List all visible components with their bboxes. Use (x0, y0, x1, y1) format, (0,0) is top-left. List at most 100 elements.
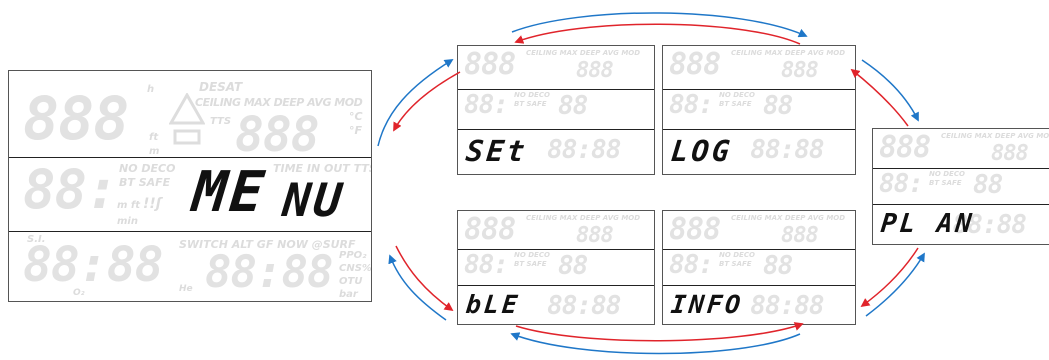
ghost-digits-bottom: 88:88 (547, 291, 621, 321)
ghost-digits-top-left: 888 (23, 84, 129, 154)
ghost-label-si: S.I. (27, 234, 46, 245)
ghost-label-h: h (147, 84, 155, 95)
ghost-digits-mid-right: 88 (558, 91, 588, 121)
arrow-log-to-plan (861, 59, 919, 122)
ghost-unit-min: min (117, 216, 138, 227)
ghost-label-no-deco: NO DECO (514, 91, 550, 99)
ghost-digits-mid: 88: (669, 90, 714, 120)
ghost-digits-bottom-right: 88:88 (205, 247, 333, 298)
ghost-label-ceiling-row: CEILING MAX DEEP AVG MOD (195, 96, 363, 109)
ghost-digits-bottom: 88:88 (547, 135, 621, 165)
ghost-label-bt-safe: BT SAFE (514, 100, 547, 108)
ghost-digits-top-right: 888 (781, 58, 819, 83)
arrow-plan-to-info (860, 247, 919, 308)
ghost-digits-mid-right: 88 (763, 91, 793, 121)
ghost-unit-c: °C (349, 110, 363, 123)
divider-top (663, 249, 855, 250)
divider-bottom (9, 231, 371, 232)
ghost-digits-top: 888 (879, 130, 931, 165)
ghost-digits-bottom: 88:88 (952, 210, 1027, 240)
ghost-warning-icons: !!ʃ (143, 196, 162, 212)
divider-bottom (663, 285, 855, 286)
ghost-digits-top: 888 (464, 212, 516, 247)
ghost-digits-mid-right: 88 (973, 170, 1003, 200)
ghost-label-bt-safe: BT SAFE (514, 260, 547, 268)
ghost-digits-top: 888 (464, 47, 516, 82)
ghost-digits-top-right: 888 (576, 223, 614, 248)
arrow-set-to-main (393, 71, 461, 132)
divider-bottom (663, 129, 855, 130)
ghost-label-bar: bar (339, 289, 358, 300)
ghost-digits-bottom: 88:88 (750, 135, 824, 165)
ghost-label-ceiling-row: CEILING MAX DEEP AVG MOD (731, 49, 846, 57)
divider-bottom (458, 285, 654, 286)
ghost-label-no-deco: NO DECO (119, 162, 176, 175)
ghost-digits-mid: 88: (464, 90, 509, 120)
ghost-unit-f: °F (349, 124, 363, 137)
arrow-set-to-log-top (511, 12, 808, 38)
arrow-info-to-plan (865, 252, 925, 317)
arrow-ble-to-info-bottom (515, 322, 804, 342)
ghost-digits-mid: 88: (879, 169, 924, 199)
ghost-label-bt-safe: BT SAFE (719, 260, 752, 268)
divider-top (458, 249, 654, 250)
ghost-label-cns: CNS% (339, 263, 372, 274)
ghost-digits-bottom: 88:88 (750, 291, 824, 321)
ghost-label-bt-safe: BT SAFE (719, 100, 752, 108)
arrow-log-to-set-top (514, 23, 801, 45)
ghost-label-tts: TTS (210, 116, 232, 127)
ghost-label-no-deco: NO DECO (719, 91, 755, 99)
ghost-label-o2: O₂ (73, 288, 85, 298)
ghost-digits-bottom-left: 88:88 (23, 237, 163, 293)
ghost-digits-mid-right: 88 (763, 251, 793, 281)
divider-top (458, 89, 654, 90)
ghost-label-bt-safe: BT SAFE (929, 179, 962, 187)
ghost-digits-top-right: 888 (576, 58, 614, 83)
ghost-digits-mid: 88: (464, 250, 509, 280)
divider-bottom (458, 129, 654, 130)
ghost-label-ceiling-row: CEILING MAX DEEP AVG MOD (941, 132, 1049, 140)
ghost-unit-ft: ft (149, 132, 159, 143)
ghost-digits-top: 888 (669, 212, 721, 247)
divider-bottom (873, 204, 1049, 205)
ghost-digits-top-right: 888 (235, 107, 320, 163)
ghost-digits-top-right: 888 (781, 223, 819, 248)
divider-top (663, 89, 855, 90)
divider-top (9, 157, 371, 158)
ghost-label-time-row: TIME IN OUT TTS (273, 162, 372, 175)
divider-top (873, 168, 1049, 169)
ghost-unit-mft: m ft (117, 200, 141, 211)
ghost-label-ceiling-row: CEILING MAX DEEP AVG MOD (731, 214, 846, 222)
arrow-ble-to-main (388, 254, 447, 321)
main-menu-screen: 888 h DESAT CEILING MAX DEEP AVG MOD TTS… (8, 70, 372, 302)
ghost-label-ceiling-row: CEILING MAX DEEP AVG MOD (526, 214, 641, 222)
ghost-digits-mid: 88: (669, 250, 714, 280)
arrow-main-to-ble (395, 245, 454, 312)
ghost-triangle-icon (169, 93, 205, 145)
ghost-label-ceiling-row: CEILING MAX DEEP AVG MOD (526, 49, 641, 57)
arrow-plan-to-log (850, 68, 909, 127)
ghost-label-he: He (179, 284, 193, 294)
ghost-unit-m: m (149, 146, 160, 157)
ghost-label-no-deco: NO DECO (929, 170, 965, 178)
ghost-digits-top-right: 888 (991, 141, 1029, 166)
ghost-digits-mid-left: 88: (23, 158, 119, 221)
ghost-label-switch-row: SWITCH ALT GF NOW @SURF (179, 238, 356, 251)
ghost-digits-mid-right: 88 (558, 251, 588, 281)
ghost-label-desat: DESAT (199, 80, 243, 94)
ghost-label-bt-safe: BT SAFE (119, 176, 171, 189)
ghost-label-ppo2: PPO₂ (339, 250, 367, 261)
arrow-info-to-ble-bottom (510, 332, 801, 355)
ghost-label-no-deco: NO DECO (514, 251, 550, 259)
ghost-digits-top: 888 (669, 47, 721, 82)
arrow-main-to-set (377, 59, 454, 147)
ghost-label-otu: OTU (339, 276, 363, 287)
ghost-label-no-deco: NO DECO (719, 251, 755, 259)
